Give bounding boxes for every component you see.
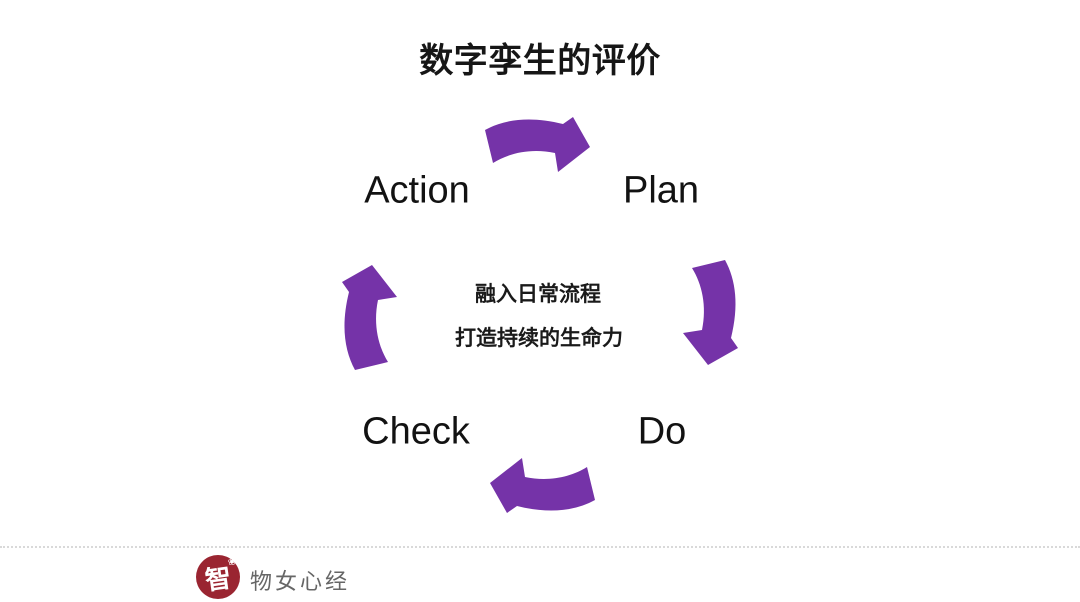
arrow-plan-to-do-icon <box>683 260 738 365</box>
logo-flower-icon: ❀ <box>227 557 236 568</box>
cycle-center-caption-line-1: 融入日常流程 <box>475 283 601 306</box>
cycle-center-caption-line-2: 打造持续的生命力 <box>455 327 623 350</box>
stage-label-plan: Plan <box>622 169 700 212</box>
stage-label-check: Check <box>362 410 470 453</box>
slide-title: 数字孪生的评价 <box>419 42 661 80</box>
brand-logo: 智 ❀ <box>196 555 240 599</box>
footer-divider <box>0 546 1080 548</box>
brand-name: 物女心经 <box>250 569 351 594</box>
arrow-do-to-check-icon <box>490 458 595 513</box>
stage-label-do: Do <box>637 410 687 453</box>
stage-label-action: Action <box>364 169 470 212</box>
arrow-check-to-action-icon <box>342 265 397 370</box>
arrow-action-to-plan-icon <box>485 117 590 172</box>
